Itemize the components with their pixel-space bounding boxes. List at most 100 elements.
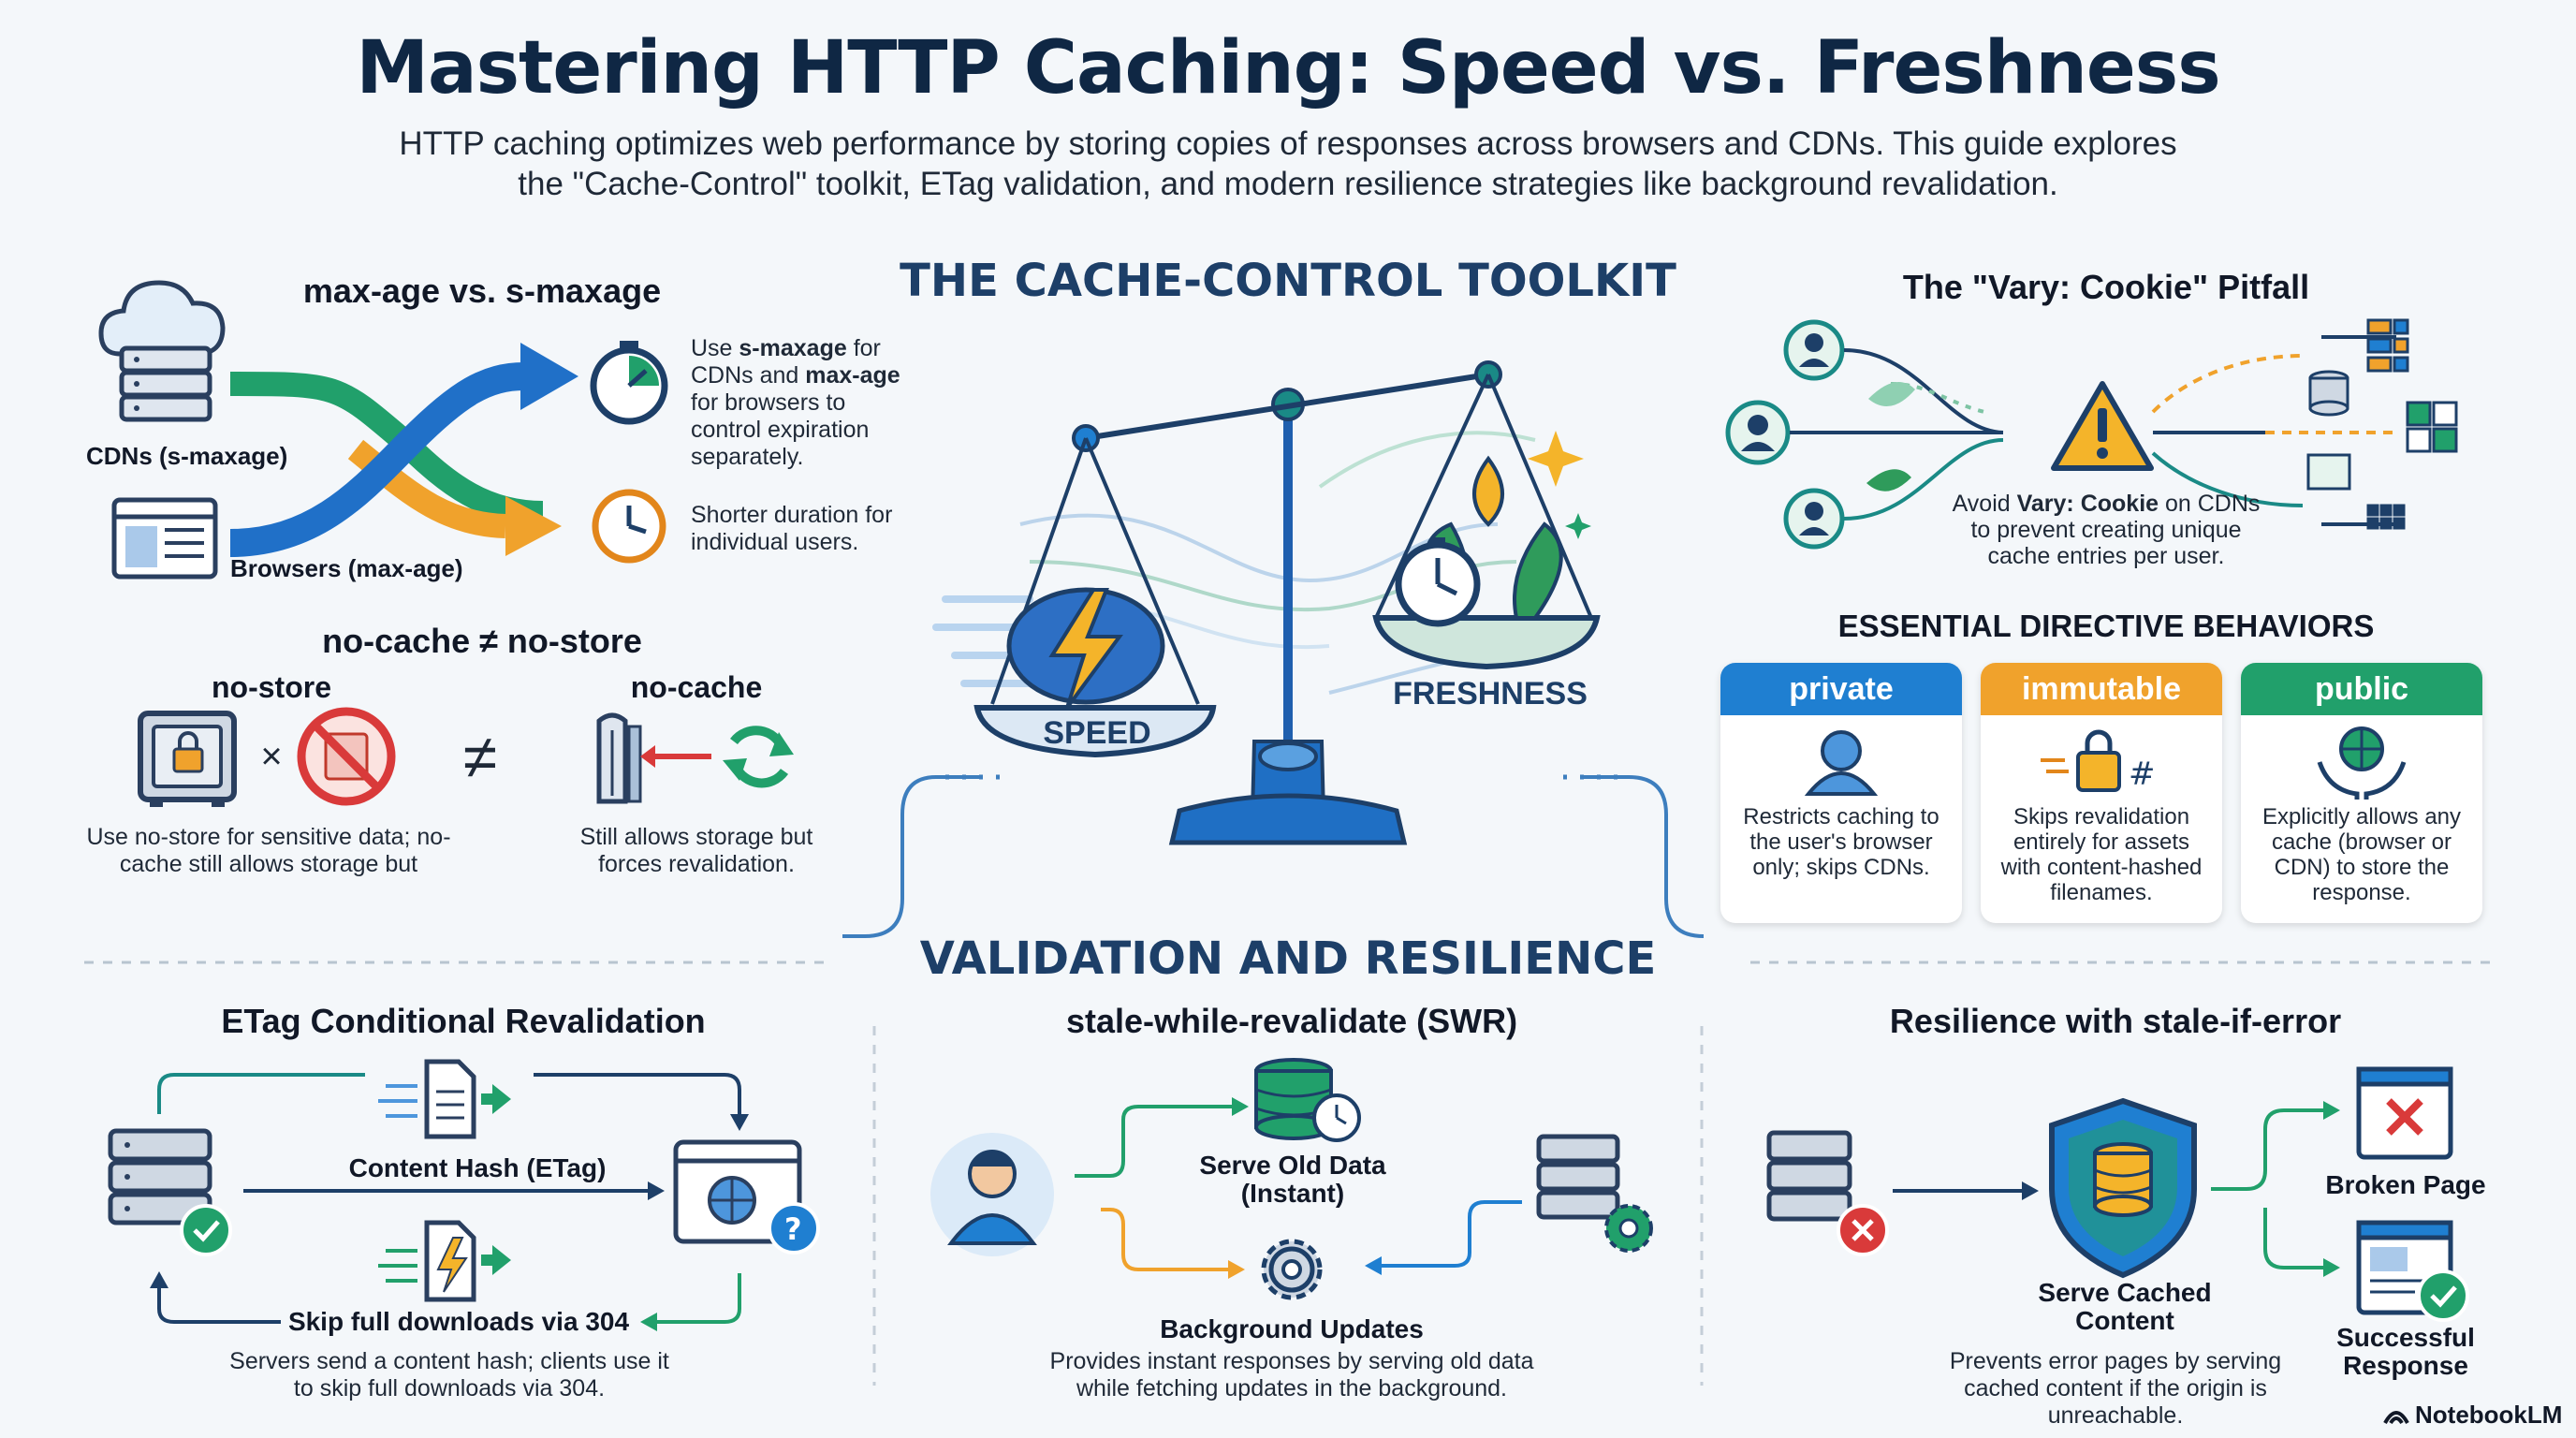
toolkit-title: THE CACHE-CONTROL TOOLKIT — [900, 255, 1676, 307]
document-hash-icon — [378, 1059, 511, 1139]
user-avatar-icon — [1783, 488, 1845, 550]
vary-note-run: cache entries per user. — [1987, 543, 2225, 569]
success-page-icon — [2356, 1220, 2469, 1322]
safe-lock-icon — [138, 711, 237, 807]
cdn-label: CDNs (s-maxage) — [86, 442, 288, 470]
vary-heading: The "Vary: Cookie" Pitfall — [1902, 268, 2310, 306]
stopwatch-icon — [590, 341, 668, 425]
broken-page-icon — [2356, 1066, 2453, 1160]
sie-broken-label: Broken Page — [2325, 1170, 2486, 1199]
cdn-note-run: for — [846, 335, 881, 361]
cloud-server-icon — [98, 280, 226, 422]
directive-desc: Explicitly allows any cache (browser or … — [2261, 804, 2462, 905]
maxage-heading: max-age vs. s-maxage — [302, 271, 662, 310]
vary-note-run: to prevent creating unique — [1970, 517, 2242, 543]
question-icon: ? — [768, 1202, 820, 1255]
directive-card-immutable: immutable # Skips revalidation entirely … — [1981, 663, 2222, 923]
vary-note-line: to prevent creating unique — [1938, 517, 2275, 543]
cdn-note-run: CDNs and — [691, 362, 806, 389]
directive-name: immutable — [1981, 663, 2222, 715]
user-avatar-icon — [930, 1133, 1054, 1256]
cdn-note-line: for browsers to — [691, 389, 925, 417]
browser-globe-icon — [673, 1139, 802, 1244]
gear-icon — [1261, 1239, 1323, 1300]
directive-name: private — [1720, 663, 1962, 715]
server-icon — [108, 1128, 212, 1225]
cdn-note-line: Use s-maxage for — [691, 335, 925, 362]
check-icon — [180, 1204, 232, 1256]
cdn-note-line: CDNs and max-age — [691, 362, 925, 389]
brand-label: NotebookLM — [2415, 1401, 2563, 1429]
notebooklm-logo-icon — [2383, 1411, 2409, 1425]
etag-skip-label: Skip full downloads via 304 — [287, 1307, 630, 1336]
freshness-clock-icon — [1395, 537, 1481, 627]
not-equal-sign: ≠ — [462, 722, 498, 791]
swr-bg-label: Background Updates — [1160, 1314, 1424, 1343]
gate-refresh-icon — [596, 712, 794, 804]
nostore-label: no-store — [212, 670, 331, 704]
intro-text: HTTP caching optimizes web performance b… — [399, 125, 2177, 202]
page-title: Mastering HTTP Caching: Speed vs. Freshn… — [356, 26, 2220, 110]
document-lightning-icon — [378, 1220, 511, 1302]
directive-card-public: public Explicitly allows any cache (brow… — [2241, 663, 2482, 923]
clock-icon — [592, 489, 666, 564]
etag-note: Servers send a content hash; clients use… — [229, 1348, 669, 1401]
freshness-label: FRESHNESS — [1393, 676, 1588, 712]
database-clock-icon — [1254, 1058, 1361, 1142]
validation-title: VALIDATION AND RESILIENCE — [919, 932, 1657, 985]
hands-globe-icon — [2317, 726, 2407, 800]
sie-cached-label: Serve Cached Content — [2038, 1278, 2212, 1335]
nocache-note: Still allows storage but forces revalida… — [579, 824, 813, 877]
lightning-icon — [1048, 588, 1123, 710]
cdn-note-line: control expiration — [691, 417, 925, 444]
sie-note: Prevents error pages by serving cached c… — [1949, 1348, 2282, 1429]
lock-hash-icon: # — [2041, 729, 2156, 793]
vary-note-line: cache entries per user. — [1938, 543, 2275, 569]
warning-icon — [2051, 381, 2154, 471]
svg-text:#: # — [2129, 756, 2156, 793]
user-avatar-icon — [1783, 319, 1845, 381]
vary-note-run: Avoid — [1952, 491, 2017, 517]
user-avatar-icon — [1725, 400, 1791, 465]
cdn-note-run: control expiration — [691, 417, 870, 443]
directives-heading: ESSENTIAL DIRECTIVE BEHAVIORS — [1837, 609, 2375, 643]
no-storage-icon — [297, 707, 396, 806]
etag-hash-label: Content Hash (ETag) — [348, 1153, 607, 1182]
sie-heading: Resilience with stale-if-error — [1889, 1002, 2342, 1040]
nocache-label: no-cache — [630, 670, 763, 704]
vary-note-run: on CDNs — [2159, 491, 2261, 517]
cdn-note-line: separately. — [691, 444, 925, 471]
cdn-note-run: max-age — [805, 362, 900, 389]
directive-name: public — [2241, 663, 2482, 715]
cdn-note-run: for browsers to — [691, 389, 846, 416]
cdn-note-run: s-maxage — [739, 335, 847, 361]
database-icon — [2308, 370, 2349, 417]
vary-note-line: Avoid Vary: Cookie on CDNs — [1938, 491, 2275, 517]
user-icon — [1804, 730, 1879, 796]
server-error-icon — [1766, 1130, 1889, 1256]
shield-database-icon — [2049, 1097, 2197, 1279]
vary-note-run: Vary: Cookie — [2016, 491, 2159, 517]
directive-desc: Skips revalidation entirely for assets w… — [2000, 804, 2203, 905]
swr-serve-label: Serve Old Data (Instant) — [1199, 1151, 1386, 1208]
svg-text:?: ? — [784, 1211, 802, 1247]
sie-success-label: Successful Response — [2336, 1323, 2475, 1380]
nocache-heading: no-cache ≠ no-store — [322, 622, 642, 660]
browser-label: Browsers (max-age) — [230, 554, 463, 582]
browser-note: Shorter duration for individual users. — [691, 502, 893, 555]
cdn-note-run: Use — [691, 335, 739, 361]
cdn-note-run: separately. — [691, 444, 804, 470]
times-sign: × — [260, 736, 283, 777]
nostore-note: Use no-store for sensitive data; no-cach… — [86, 824, 451, 877]
cache-entries-icon — [2306, 318, 2458, 530]
directive-desc: Restricts caching to the user's browser … — [1743, 804, 1939, 880]
